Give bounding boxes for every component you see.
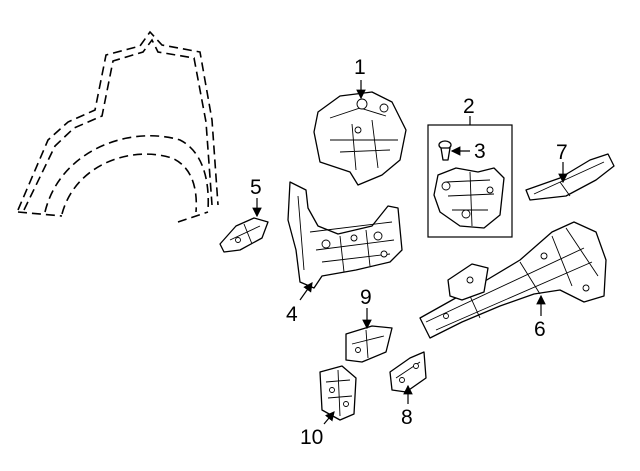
leader-4 [299,282,313,301]
part-4 [287,181,403,289]
callout-3: 3 [474,140,486,163]
callout-10: 10 [300,426,323,449]
callout-8: 8 [401,406,413,429]
part-2 [433,167,505,229]
leader-10 [323,411,335,425]
callout-7: 7 [556,141,568,164]
part-1 [313,91,407,186]
callout-9: 9 [360,286,372,309]
fender-outline [17,30,219,223]
callout-4: 4 [286,303,298,326]
callout-5: 5 [250,176,262,199]
part-7 [525,153,615,201]
part-5 [219,217,269,253]
part-6 [419,221,607,339]
callout-1: 1 [354,56,366,79]
callout-2: 2 [463,95,475,118]
part-8 [389,351,427,393]
callout-6: 6 [534,318,546,341]
part-3-clip [438,140,452,161]
part-9 [345,325,393,363]
part-10 [319,365,357,421]
